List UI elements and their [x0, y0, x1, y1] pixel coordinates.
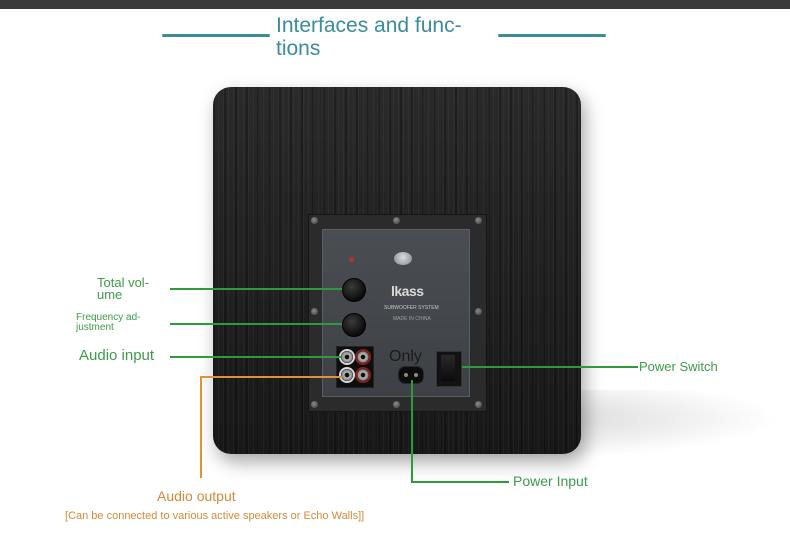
total-volume-label: Total vol- ume: [97, 275, 150, 302]
audio-output-label: Audio output: [157, 488, 236, 504]
brand-logo: lkass: [391, 283, 424, 299]
only-text: Only: [389, 348, 422, 365]
total-volume-leader: [170, 288, 342, 290]
frequency-leader: [170, 323, 342, 325]
audio-output-note: [Can be connected to various active spea…: [65, 510, 365, 522]
origin-text: MADE IN CHINA: [393, 316, 431, 322]
screw-icon: [311, 217, 318, 224]
screw-icon: [311, 308, 318, 315]
audio-input-label: Audio input: [79, 347, 155, 364]
power-switch-leader: [462, 366, 638, 368]
model-text: SUBWOOFER SYSTEM: [384, 305, 439, 311]
screw-icon: [475, 217, 482, 224]
power-switch-label: Power Switch: [639, 359, 718, 374]
screw-icon: [393, 217, 400, 224]
power-input-leader: [411, 481, 509, 483]
power-switch[interactable]: [441, 355, 455, 381]
audio-output-leader-vertical: [200, 376, 202, 478]
top-bar: [0, 0, 790, 9]
audio-output-leader: [200, 376, 342, 378]
screw-icon: [311, 401, 318, 408]
screw-icon: [475, 401, 482, 408]
badge-icon: [394, 252, 412, 265]
screw-icon: [475, 308, 482, 315]
audio-input-leader: [170, 356, 342, 358]
volume-knob[interactable]: [342, 278, 366, 302]
frequency-adjustment-label: Frequency ad- justment: [76, 312, 141, 333]
title-rule-left: [162, 34, 270, 37]
audio-output-right-jack[interactable]: [357, 369, 369, 381]
screw-icon: [393, 401, 400, 408]
audio-input-left-jack[interactable]: [341, 351, 353, 363]
audio-output-left-jack[interactable]: [341, 369, 353, 381]
power-led-icon: [349, 257, 354, 262]
page-title: Interfaces and func- tions: [276, 14, 462, 60]
audio-input-right-jack[interactable]: [357, 351, 369, 363]
power-input-label: Power Input: [513, 473, 588, 489]
frequency-knob[interactable]: [342, 313, 366, 337]
title-rule-right: [498, 34, 606, 37]
power-input-leader-vertical: [411, 380, 413, 482]
